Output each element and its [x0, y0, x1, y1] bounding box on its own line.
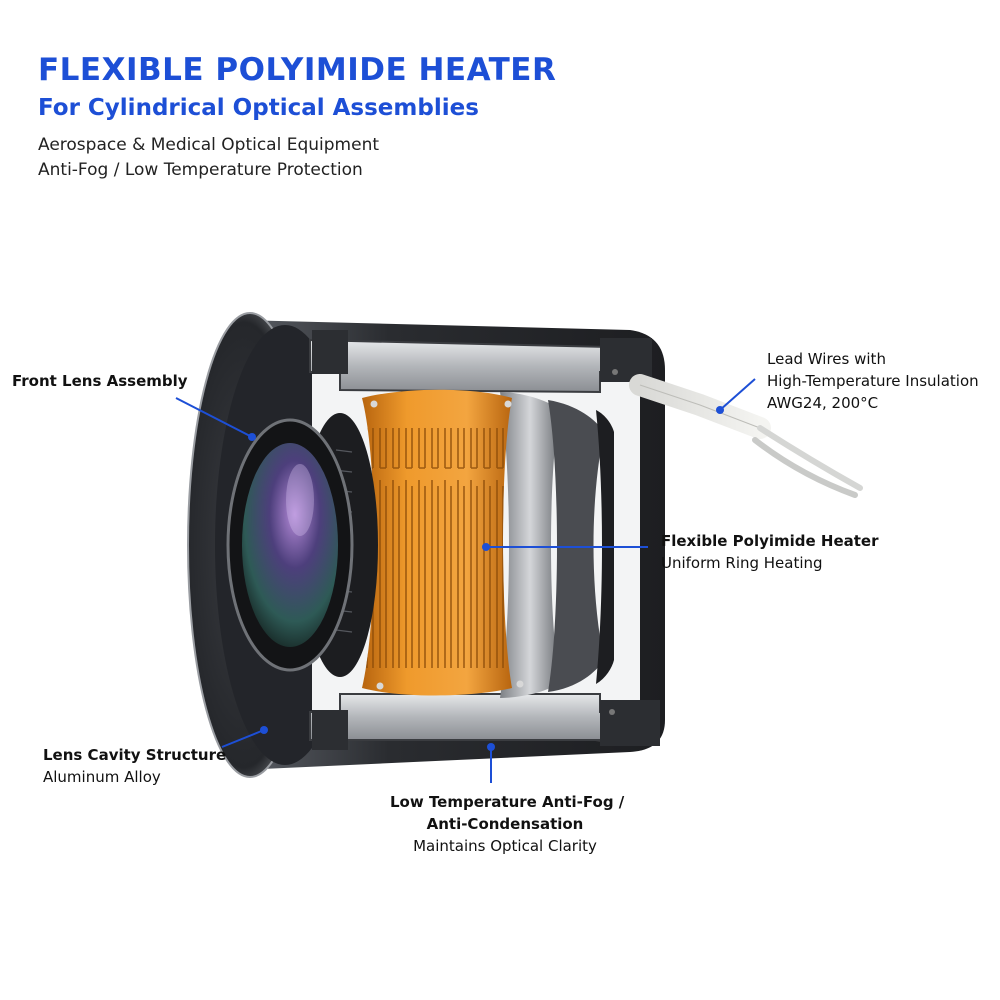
leader-cavity: [221, 729, 265, 748]
leader-lead-wires: [719, 378, 756, 411]
callout-lead-wires-line-1: Lead Wires with: [767, 350, 886, 368]
heater-band: [362, 389, 524, 696]
top-wall: [309, 338, 651, 394]
callout-cavity-subtitle: Aluminum Alloy: [43, 768, 161, 786]
callout-antifog-subtitle: Maintains Optical Clarity: [413, 837, 597, 855]
page-subtitle: For Cylindrical Optical Assemblies: [38, 95, 479, 121]
callout-lead-wires-line-3: AWG24, 200°C: [767, 394, 879, 412]
callout-cavity: Lens Cavity Structure Aluminum Alloy: [43, 744, 226, 788]
callout-antifog: Low Temperature Anti-Fog / Anti-Condensa…: [390, 791, 625, 857]
callout-heater: Flexible Polyimide Heater Uniform Ring H…: [661, 530, 879, 574]
callout-heater-subtitle: Uniform Ring Heating: [661, 554, 823, 572]
tagline-1: Aerospace & Medical Optical Equipment: [38, 135, 380, 155]
callout-front-lens-title: Front Lens Assembly: [12, 372, 188, 390]
retaining-ring: [500, 392, 560, 698]
lead-wires: [629, 374, 863, 498]
page-title: FLEXIBLE POLYIMIDE HEATER: [38, 52, 557, 88]
callout-lead-wires: Lead Wires with High-Temperature Insulat…: [767, 348, 979, 414]
bottom-wall: [309, 693, 651, 741]
callout-front-lens: Front Lens Assembly: [12, 370, 188, 392]
callout-cavity-title: Lens Cavity Structure: [43, 746, 227, 764]
callout-antifog-title-1: Low Temperature Anti-Fog /: [390, 793, 625, 811]
leader-front-lens: [175, 397, 253, 438]
callout-heater-title: Flexible Polyimide Heater: [661, 532, 879, 550]
callout-antifog-title-2: Anti-Condensation: [426, 815, 584, 833]
callout-lead-wires-line-2: High-Temperature Insulation: [767, 372, 979, 390]
tagline-2: Anti-Fog / Low Temperature Protection: [38, 160, 363, 180]
